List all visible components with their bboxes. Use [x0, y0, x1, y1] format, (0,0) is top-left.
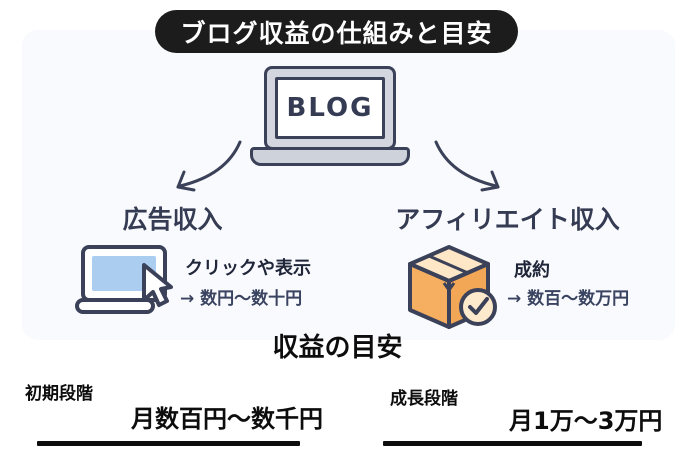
growth-stage-underline [383, 441, 642, 446]
ad-revenue-heading: 広告収入 [122, 205, 223, 234]
affiliate-trigger-text: 成約 [514, 260, 550, 281]
blog-screen-label: BLOG [286, 93, 374, 123]
ad-amount-text: → 数円〜数十円 [180, 289, 303, 309]
package-check-icon [408, 245, 497, 329]
affiliate-amount-text: → 数百〜数万円 [507, 289, 630, 309]
blog-laptop-icon: BLOG [264, 66, 396, 150]
ad-trigger-text: クリックや表示 [185, 258, 311, 279]
blog-laptop-base [250, 147, 410, 166]
initial-stage-value: 月数百円〜数千円 [131, 405, 323, 433]
page-title: ブログ収益の仕組みと目安 [180, 18, 493, 48]
laptop-cursor-click-icon [75, 245, 173, 314]
affiliate-revenue-heading: アフィリエイト収入 [395, 205, 620, 234]
title-banner: ブログ収益の仕組みと目安 [155, 10, 518, 53]
growth-stage-label: 成長段階 [390, 389, 458, 409]
initial-stage-underline [37, 441, 300, 446]
growth-stage-value: 月1万〜3万円 [509, 407, 663, 435]
initial-stage-label: 初期段階 [25, 384, 93, 404]
estimate-heading: 収益の目安 [272, 333, 403, 363]
blog-laptop-screen: BLOG [275, 77, 385, 139]
